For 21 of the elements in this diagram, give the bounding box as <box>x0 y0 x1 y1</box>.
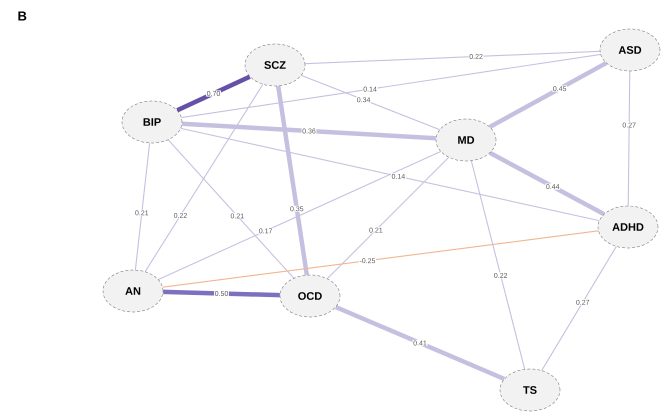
panel-letter: B <box>18 12 26 20</box>
connector-line <box>470 160 526 370</box>
connector-line <box>488 61 608 129</box>
connector-line <box>276 86 310 276</box>
connector-line <box>144 84 264 272</box>
connector-line <box>168 140 294 278</box>
connector-line <box>158 151 441 280</box>
connector-line <box>628 71 630 206</box>
connector-line <box>488 150 606 216</box>
connector-line <box>163 290 280 298</box>
connector-line <box>181 54 601 118</box>
connector-line <box>334 304 506 382</box>
connector-line <box>162 230 598 288</box>
connector-line <box>182 121 436 141</box>
connector-line <box>301 74 440 130</box>
connector-line <box>180 128 600 222</box>
connector-line <box>326 156 450 280</box>
connector-line <box>176 74 251 112</box>
connector-line <box>134 143 150 270</box>
connector-line <box>541 246 617 371</box>
connector-line <box>305 50 600 64</box>
